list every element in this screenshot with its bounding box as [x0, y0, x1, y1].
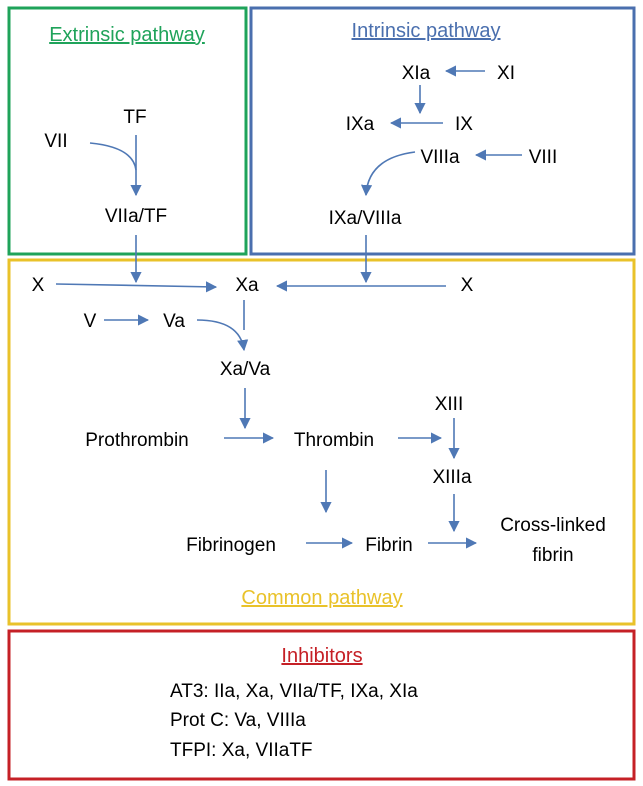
inhibitors-title: Inhibitors	[281, 645, 362, 667]
node-viii: VIII	[529, 147, 558, 168]
node-ixa-viiia: IXa/VIIIa	[329, 208, 402, 229]
node-tf: TF	[123, 107, 146, 128]
node-fibrinogen: Fibrinogen	[186, 535, 276, 556]
common-pathway-title: Common pathway	[241, 587, 402, 609]
node-xiiia: XIIIa	[432, 467, 472, 488]
node-ix: IX	[455, 114, 473, 135]
inhibitor-line-protc: Prot C: Va, VIIIa	[170, 710, 306, 731]
node-viiia: VIIIa	[420, 147, 460, 168]
intrinsic-pathway-title: Intrinsic pathway	[352, 20, 501, 42]
node-x-right: X	[461, 275, 474, 296]
node-crosslinked-line1: Cross-linked	[500, 515, 606, 536]
node-xia: XIa	[402, 63, 431, 84]
arrow-vii-curve	[89, 142, 137, 171]
node-fibrin: Fibrin	[365, 535, 413, 556]
node-prothrombin: Prothrombin	[85, 430, 189, 451]
node-viia-tf: VIIa/TF	[105, 206, 167, 227]
inhibitor-line-tfpi: TFPI: Xa, VIIaTF	[170, 740, 313, 761]
node-ixa: IXa	[346, 114, 375, 135]
inhibitor-line-at3: AT3: IIa, Xa, VIIa/TF, IXa, XIa	[170, 681, 418, 702]
node-xa-va: Xa/Va	[220, 359, 271, 380]
arrow-viiia-to-ixa-viiia	[360, 151, 416, 197]
node-xa: Xa	[235, 275, 259, 296]
node-thrombin: Thrombin	[294, 430, 374, 451]
intrinsic-pathway-box	[249, 6, 636, 256]
common-pathway-box	[7, 258, 636, 626]
node-va: Va	[163, 311, 185, 332]
extrinsic-pathway-title: Extrinsic pathway	[49, 24, 205, 46]
arrow-x-left-to-xa	[55, 281, 218, 293]
node-vii: VII	[44, 131, 67, 152]
node-xi: XI	[497, 63, 515, 84]
node-xiii: XIII	[435, 394, 464, 415]
arrow-va-to-xa-va	[196, 319, 249, 352]
arrows	[55, 65, 522, 549]
inhibitors-box	[7, 629, 636, 781]
node-x-left: X	[32, 275, 45, 296]
extrinsic-pathway-box	[7, 6, 248, 256]
node-crosslinked-line2: fibrin	[532, 545, 573, 566]
node-v: V	[84, 311, 97, 332]
